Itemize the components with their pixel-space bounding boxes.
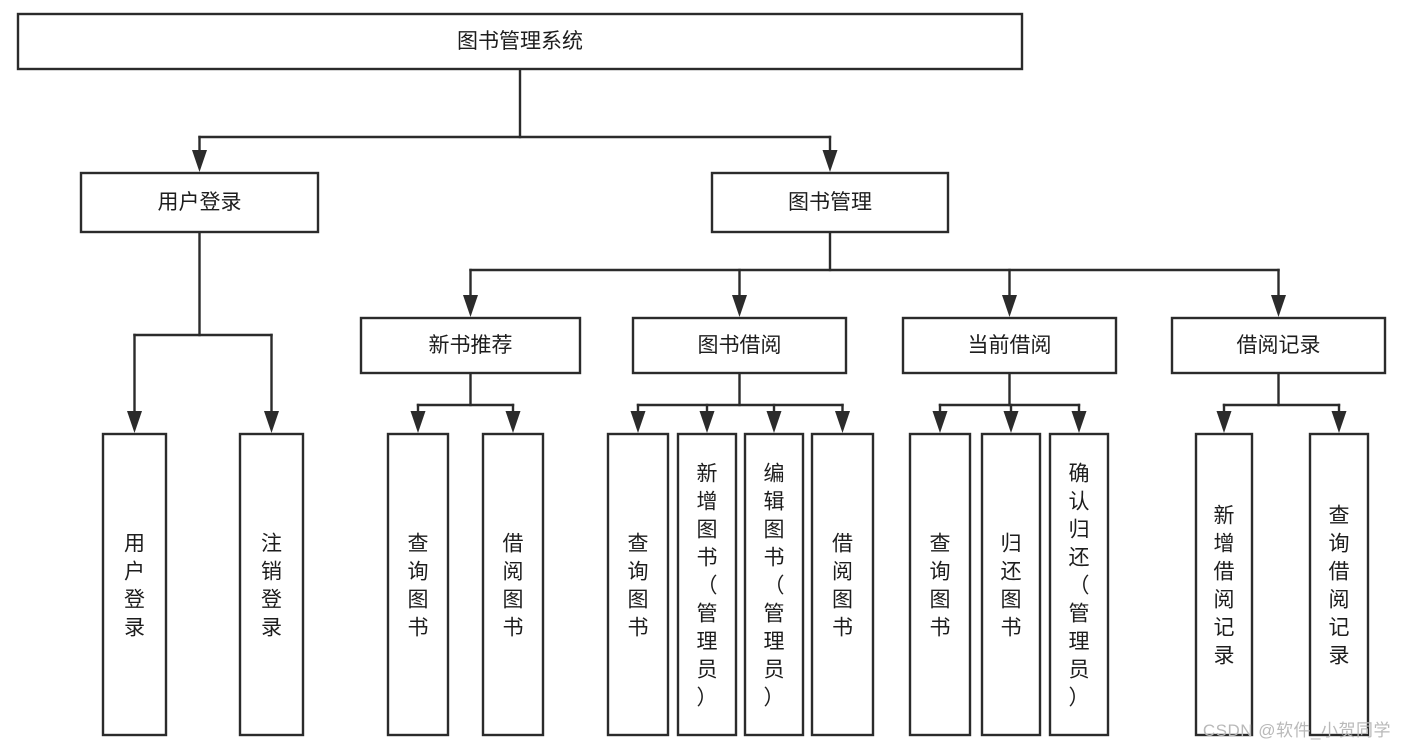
arrow-head-edge-bookmanage-current (1002, 295, 1017, 317)
edge-group-book-borrow (630, 371, 850, 433)
node-leaf-return-book[interactable]: 归还图书 (980, 432, 1042, 737)
arrow-head-edge-bookmanage-borrow (732, 295, 747, 317)
node-root[interactable]: 图书管理系统 (16, 12, 1024, 71)
node-label-leaf-borrow-book-1: 借阅图书 (503, 533, 524, 640)
arrow-head-edge-newbook-borrow (505, 411, 521, 433)
arrow-head-edge-borrow-add (699, 411, 715, 433)
node-leaf-add-record[interactable]: 新增借阅记录 (1194, 432, 1254, 737)
node-leaf-query-record[interactable]: 查询借阅记录 (1308, 432, 1370, 737)
node-box-root (16, 12, 1024, 71)
node-label-borrow-record: 借阅记录 (1237, 334, 1321, 357)
node-label-root: 图书管理系统 (457, 30, 583, 53)
edge-group-borrow-record (1216, 371, 1347, 433)
arrow-head-edge-bookmanage-newbook (463, 295, 478, 317)
arrow-head-edge-userlogin-leaf2 (264, 411, 279, 433)
edge-group-user-login (127, 230, 279, 433)
node-label-leaf-add-record: 新增借阅记录 (1214, 505, 1235, 668)
node-box-leaf-query-book-3 (908, 432, 972, 737)
node-leaf-add-book[interactable]: 新增图书（管理员） (676, 432, 738, 737)
nodes-layer: 图书管理系统用户登录图书管理新书推荐图书借阅当前借阅借阅记录用户登录注销登录查询… (16, 12, 1387, 737)
node-label-leaf-edit-book: 编辑图书（管理员） (764, 463, 785, 710)
arrow-head-edge-record-query (1331, 411, 1347, 433)
node-box-book-borrow (631, 316, 848, 375)
node-box-leaf-add-record (1194, 432, 1254, 737)
arrow-head-edge-userlogin-leaf1 (127, 411, 142, 433)
node-box-leaf-edit-book (743, 432, 805, 737)
node-borrow-record[interactable]: 借阅记录 (1170, 316, 1387, 375)
edge-group-book-manage (463, 230, 1286, 317)
node-book-borrow[interactable]: 图书借阅 (631, 316, 848, 375)
node-leaf-borrow-book-2[interactable]: 借阅图书 (810, 432, 875, 737)
arrow-head-edge-root-userlogin (192, 150, 207, 172)
node-box-book-manage (710, 171, 950, 234)
node-leaf-borrow-book-1[interactable]: 借阅图书 (481, 432, 545, 737)
node-new-book-rec[interactable]: 新书推荐 (359, 316, 582, 375)
node-current-borrow[interactable]: 当前借阅 (901, 316, 1118, 375)
node-box-leaf-query-book-2 (606, 432, 670, 737)
node-box-current-borrow (901, 316, 1118, 375)
node-box-leaf-query-book-1 (386, 432, 450, 737)
edge-group-new-book-rec (410, 371, 521, 433)
arrow-head-edge-borrow-query (630, 411, 646, 433)
arrow-head-edge-bookmanage-record (1271, 295, 1286, 317)
node-leaf-query-book-2[interactable]: 查询图书 (606, 432, 670, 737)
node-box-leaf-confirm-return (1048, 432, 1110, 737)
node-leaf-query-book-1[interactable]: 查询图书 (386, 432, 450, 737)
node-label-book-manage: 图书管理 (788, 191, 872, 214)
node-box-leaf-borrow-book-2 (810, 432, 875, 737)
node-label-leaf-user-login: 用户登录 (124, 533, 145, 640)
edge-group-current-borrow (932, 371, 1087, 433)
edge-group-root (192, 67, 838, 172)
arrow-head-edge-borrow-edit (766, 411, 782, 433)
node-label-leaf-query-book-2: 查询图书 (628, 533, 649, 640)
arrow-head-edge-current-confirm (1071, 411, 1087, 433)
node-box-leaf-add-book (676, 432, 738, 737)
node-label-leaf-query-book-3: 查询图书 (930, 533, 951, 640)
node-label-leaf-borrow-book-2: 借阅图书 (832, 533, 853, 640)
node-label-leaf-query-record: 查询借阅记录 (1329, 505, 1350, 668)
node-leaf-logout[interactable]: 注销登录 (238, 432, 305, 737)
node-label-book-borrow: 图书借阅 (698, 334, 782, 357)
node-label-leaf-logout: 注销登录 (261, 533, 282, 640)
node-label-leaf-confirm-return: 确认归还（管理员） (1069, 463, 1090, 710)
arrow-head-edge-current-return (1003, 411, 1019, 433)
node-box-borrow-record (1170, 316, 1387, 375)
node-box-leaf-borrow-book-1 (481, 432, 545, 737)
edges-layer (127, 67, 1347, 433)
node-box-user-login (79, 171, 320, 234)
arrow-head-edge-record-add (1216, 411, 1232, 433)
node-leaf-user-login[interactable]: 用户登录 (101, 432, 168, 737)
node-leaf-edit-book[interactable]: 编辑图书（管理员） (743, 432, 805, 737)
node-label-current-borrow: 当前借阅 (968, 334, 1052, 357)
node-label-leaf-return-book: 归还图书 (1001, 533, 1022, 640)
node-leaf-confirm-return[interactable]: 确认归还（管理员） (1048, 432, 1110, 737)
node-label-leaf-add-book: 新增图书（管理员） (697, 463, 718, 710)
node-box-leaf-query-record (1308, 432, 1370, 737)
node-box-leaf-return-book (980, 432, 1042, 737)
node-leaf-query-book-3[interactable]: 查询图书 (908, 432, 972, 737)
node-label-leaf-query-book-1: 查询图书 (408, 533, 429, 640)
arrow-head-edge-current-query (932, 411, 948, 433)
node-user-login[interactable]: 用户登录 (79, 171, 320, 234)
node-box-new-book-rec (359, 316, 582, 375)
node-label-new-book-rec: 新书推荐 (429, 334, 513, 357)
arrow-head-edge-newbook-query (410, 411, 426, 433)
node-label-user-login: 用户登录 (158, 191, 242, 214)
node-book-manage[interactable]: 图书管理 (710, 171, 950, 234)
arrow-head-edge-borrow-borrowbook (835, 411, 850, 433)
watermark-label: CSDN @软件_小贺同学 (1202, 721, 1391, 740)
arrow-head-edge-root-bookmanage (822, 150, 838, 172)
node-box-leaf-user-login (101, 432, 168, 737)
node-box-leaf-logout (238, 432, 305, 737)
